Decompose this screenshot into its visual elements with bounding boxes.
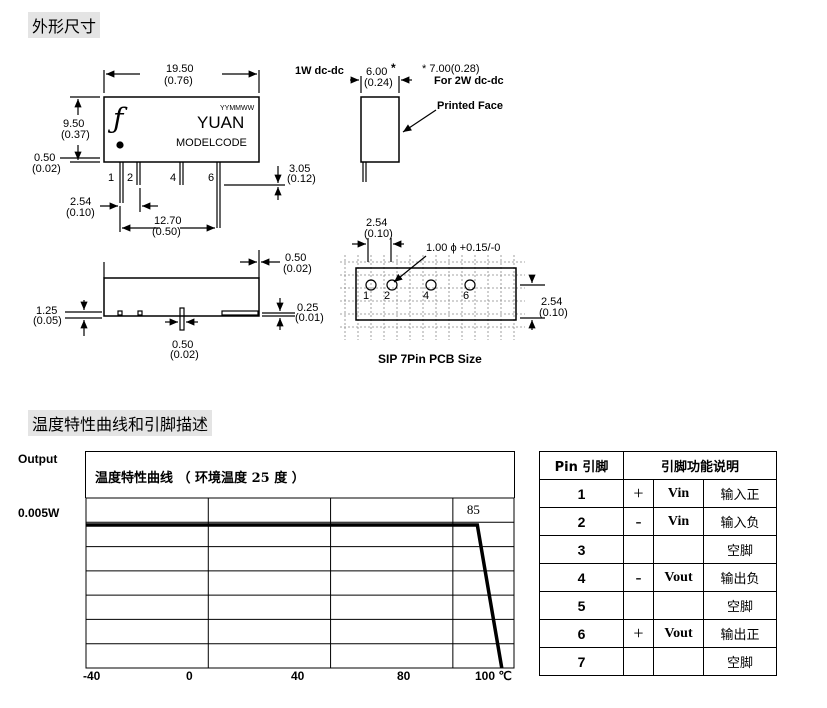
dim-pitch-in: (0.10) — [66, 207, 95, 219]
pin-sign-cell: - — [623, 507, 654, 536]
side-thick-in: (0.24) — [364, 77, 393, 89]
side-2w-dims: * 7.00(0.28) — [422, 63, 480, 75]
dim-width-mm: 19.50 — [166, 63, 194, 75]
x-tick-2: 40 — [291, 669, 305, 683]
pin-label-2: 2 — [127, 172, 134, 184]
pin-table-header-desc: 引脚功能说明 — [623, 451, 777, 480]
dim-pitch-mm: 2.54 — [70, 196, 92, 208]
pin-label-4: 4 — [170, 172, 177, 184]
pcb-pitch-mm: 2.54 — [366, 217, 388, 229]
derating-line — [86, 523, 504, 669]
model-code: MODELCODE — [176, 137, 247, 149]
bot-left-mm: 1.25 — [36, 305, 58, 317]
pcb-row-mm: 2.54 — [541, 296, 563, 308]
pin-sign-cell: + — [623, 479, 654, 508]
pcb-pitch-in: (0.10) — [364, 228, 393, 240]
bot-top-in: (0.02) — [283, 263, 312, 275]
section-title-dimensions: 外形尺寸 — [28, 12, 101, 38]
pcb-pin-2: 2 — [384, 290, 391, 302]
dim-pinlen-in: (0.12) — [287, 173, 316, 185]
pin-desc-cell: 输出正 — [703, 619, 777, 648]
dim-base-mm: 0.50 — [34, 152, 56, 164]
pcb-pin-6: 6 — [463, 290, 470, 302]
pin-desc-cell: 空脚 — [703, 591, 777, 620]
pin-desc-cell: 空脚 — [703, 647, 777, 676]
plot-frame — [85, 497, 515, 669]
pin-sign-cell: + — [623, 619, 654, 648]
pin-pin-cell: 3 — [539, 535, 624, 564]
pcb-hole-label: 1.00 ϕ +0.15/-0 — [426, 242, 501, 254]
pin-label-1: 1 — [108, 172, 115, 184]
printed-face-label: Printed Face — [437, 100, 504, 112]
brand-logo-text: YUAN — [197, 113, 245, 132]
section-title-curve: 温度特性曲线和引脚描述 — [28, 410, 213, 436]
x-tick-0: -40 — [83, 669, 101, 683]
derating-plot: 85 — [85, 497, 515, 669]
dim-height-in: (0.37) — [61, 129, 90, 141]
dim-height-mm: 9.50 — [63, 118, 85, 130]
dim-base-in: (0.02) — [32, 163, 61, 175]
pin-desc-cell: 输入负 — [703, 507, 777, 536]
pcb-pin-1: 1 — [363, 290, 370, 302]
pin-sign-cell: - — [623, 563, 654, 592]
pin-sign-cell — [623, 535, 654, 564]
pin-label-6: 6 — [208, 172, 215, 184]
pin-sign-cell — [623, 647, 654, 676]
pin-row: 5 空脚 — [539, 591, 777, 620]
pin-pin-cell: 1 — [539, 479, 624, 508]
side-2w-label: For 2W dc-dc — [434, 75, 504, 87]
chart-title: 温度特性曲线 （ 环境温度 25 度 ） — [95, 471, 305, 486]
date-code: YYMMWW — [220, 105, 255, 112]
pin-name-cell: Vout — [653, 619, 704, 648]
pin-name-cell — [653, 647, 704, 676]
pin-name-cell — [653, 591, 704, 620]
pin-row: 3 空脚 — [539, 535, 777, 564]
pcb-row-in: (0.10) — [539, 307, 568, 319]
dim-width-in: (0.76) — [164, 75, 193, 87]
dim-pinlen-mm: 3.05 — [289, 163, 311, 175]
chart-y-tick: 0.005W — [18, 506, 60, 520]
pin-pin-cell: 4 — [539, 563, 624, 592]
dim-span-in: (0.50) — [152, 226, 181, 238]
pin-name-cell: Vin — [653, 479, 704, 508]
pin-pin-cell: 7 — [539, 647, 624, 676]
chart-title-box: 温度特性曲线 （ 环境温度 25 度 ） — [85, 451, 515, 498]
pin-sign-cell — [623, 591, 654, 620]
pin-table-header-pin: Pin 引脚 — [539, 451, 624, 480]
logo-mark: ƒ — [107, 102, 128, 135]
x-tick-4: 100 ℃ — [475, 669, 512, 683]
x-tick-3: 80 — [397, 669, 411, 683]
bot-right-in: (0.01) — [295, 312, 324, 324]
pcb-pin-4: 4 — [423, 290, 430, 302]
side-thick-mm: 6.00 — [366, 66, 388, 78]
pcb-caption: SIP 7Pin PCB Size — [378, 352, 482, 366]
chart-ylabel: Output — [18, 452, 58, 466]
pin-name-cell — [653, 535, 704, 564]
pin-pin-cell: 5 — [539, 591, 624, 620]
pin-name-cell: Vin — [653, 507, 704, 536]
bot-right-mm: 0.25 — [297, 302, 319, 314]
bot-left-in: (0.05) — [33, 315, 62, 327]
annotation-label: 85 — [467, 502, 480, 517]
dimension-drawing: ƒ — [60, 70, 545, 340]
side-star: * — [391, 61, 396, 75]
bot-pin-in: (0.02) — [170, 349, 199, 361]
pin-desc-cell: 空脚 — [703, 535, 777, 564]
side-1w-label: 1W dc-dc — [295, 65, 344, 77]
bot-pin-mm: 0.50 — [172, 339, 194, 351]
x-tick-1: 0 — [186, 669, 193, 683]
bot-top-mm: 0.50 — [285, 252, 307, 264]
pin-pin-cell: 6 — [539, 619, 624, 648]
pin-desc-cell: 输出负 — [703, 563, 777, 592]
dim-span-mm: 12.70 — [154, 215, 182, 227]
pin-pin-cell: 2 — [539, 507, 624, 536]
pin-name-cell: Vout — [653, 563, 704, 592]
pin-desc-cell: 输入正 — [703, 479, 777, 508]
pin-row: 7 空脚 — [539, 647, 777, 676]
